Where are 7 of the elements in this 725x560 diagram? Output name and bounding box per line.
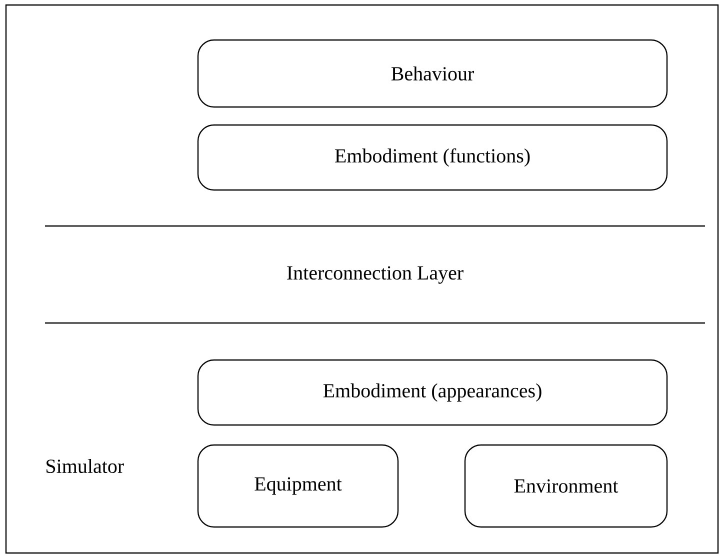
layer-box: Embodiment (functions) <box>197 124 668 191</box>
layer-box: Environment <box>464 444 668 528</box>
layer-label: Simulator <box>46 458 124 474</box>
layer-box: Embodiment (appearances) <box>197 359 668 426</box>
layer-box: Behaviour <box>197 39 668 108</box>
layer-box: Equipment <box>197 444 399 528</box>
layer-label: Interconnection Layer <box>287 266 464 284</box>
